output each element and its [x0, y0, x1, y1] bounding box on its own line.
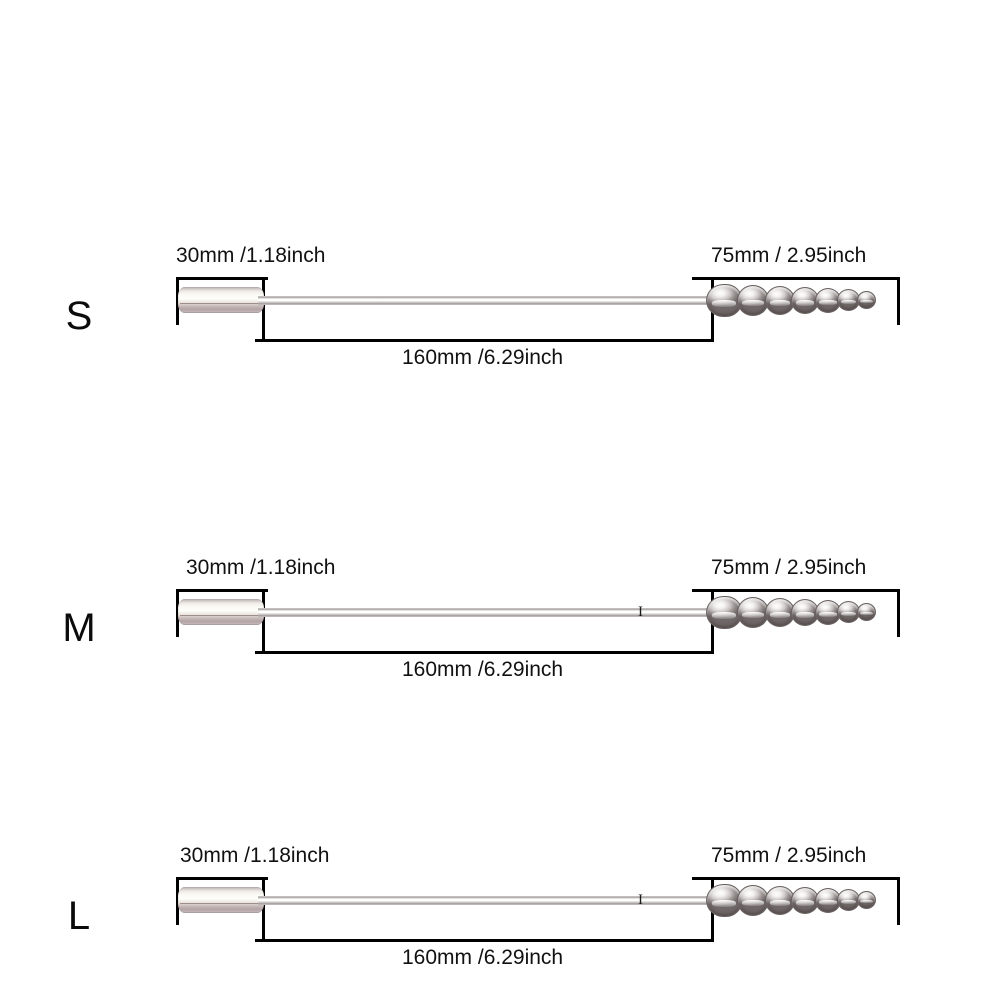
bead-1 [706, 884, 742, 917]
bracket-tick-handle-left [176, 877, 179, 925]
bracket-tick-tip-right [897, 589, 900, 637]
bead-5 [815, 600, 841, 625]
dimension-label-shaft: 160mm /6.29inch [402, 946, 564, 969]
bracket-bottom-shaft [255, 651, 714, 654]
bead-2 [737, 885, 769, 916]
bracket-top-handle [176, 877, 268, 880]
bead-cluster [706, 588, 902, 636]
bead-5 [815, 288, 841, 313]
shaft-rod [258, 296, 716, 305]
product-illustration: I [176, 876, 902, 924]
bead-3 [765, 598, 795, 627]
bracket-tick-tip-right [897, 877, 900, 925]
bead-cluster [706, 276, 902, 324]
product-illustration: I [176, 588, 902, 636]
dimension-label-tip: 75mm / 2.95inch [711, 844, 867, 867]
dimension-label-shaft: 160mm /6.29inch [402, 658, 564, 681]
bracket-tick-handle-right [262, 589, 265, 654]
bead-cluster [706, 876, 902, 924]
dimension-label-shaft: 160mm /6.29inch [402, 346, 564, 369]
bead-4 [791, 599, 819, 626]
dimension-label-handle: 30mm /1.18inch [186, 556, 336, 579]
handle-grip [178, 887, 264, 913]
shaft-stopper-marker: I [638, 892, 643, 908]
shaft-stopper-marker: I [638, 604, 643, 620]
dimension-label-handle: 30mm /1.18inch [180, 844, 330, 867]
bead-7 [857, 291, 876, 309]
bracket-tick-handle-left [176, 589, 179, 637]
bracket-bottom-shaft [255, 339, 714, 342]
shaft-rod [258, 608, 716, 617]
bracket-top-tip [692, 877, 900, 880]
bracket-top-handle [176, 277, 268, 280]
product-row-s: S 30mm /1.18inch 75mm / 2.95inch 160mm /… [0, 118, 1000, 369]
bracket-tick-handle-left [176, 277, 179, 325]
bead-5 [815, 888, 841, 913]
bead-4 [791, 287, 819, 314]
bead-1 [706, 596, 742, 629]
size-label-s: S [65, 294, 93, 338]
bracket-top-tip [692, 277, 900, 280]
bracket-top-tip [692, 589, 900, 592]
bracket-tick-handle-right [262, 877, 265, 942]
bracket-tick-tip-right [897, 277, 900, 325]
product-illustration [176, 276, 902, 324]
product-row-m: M 30mm /1.18inch 75mm / 2.95inch 160mm /… [0, 430, 1000, 681]
size-label-l: L [67, 894, 91, 938]
bead-7 [857, 891, 876, 909]
handle-grip [178, 599, 264, 625]
bead-7 [857, 603, 876, 621]
handle-grip [178, 287, 264, 313]
dimension-label-tip: 75mm / 2.95inch [711, 244, 867, 267]
bracket-top-handle [176, 589, 268, 592]
bracket-tick-handle-right [262, 277, 265, 342]
shaft-rod [258, 896, 716, 905]
size-label-m: M [62, 606, 96, 650]
bracket-bottom-shaft [255, 939, 714, 942]
dimension-label-handle: 30mm /1.18inch [176, 244, 326, 267]
product-row-l: L 30mm /1.18inch 75mm / 2.95inch 160mm /… [0, 718, 1000, 969]
dimension-label-tip: 75mm / 2.95inch [711, 556, 867, 579]
